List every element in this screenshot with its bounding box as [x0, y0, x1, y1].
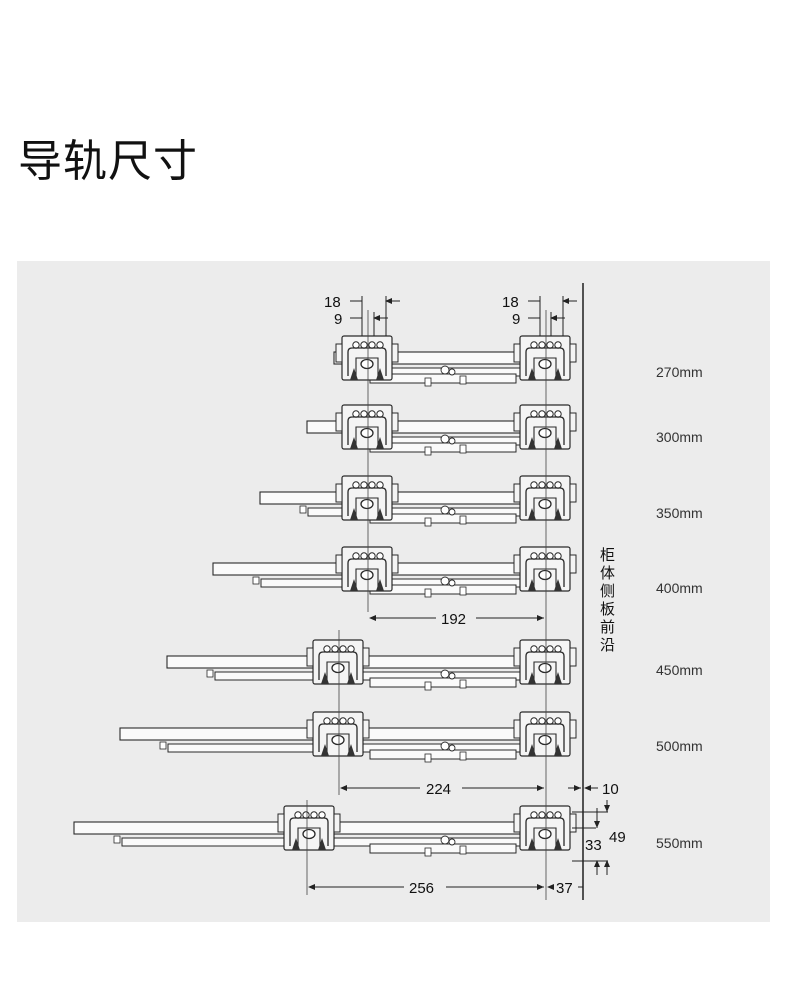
front-bracket-5: [513, 711, 577, 757]
dim-192: 192: [441, 611, 466, 628]
dim-33: 33: [585, 837, 602, 854]
dim-224: 224: [426, 781, 451, 798]
rear-bracket-2: [335, 475, 399, 521]
cabinet-edge-label-char: 前: [600, 618, 615, 636]
size-label-450: 450mm: [656, 662, 703, 678]
dim-line-height: [572, 800, 610, 875]
rear-bracket-3: [335, 546, 399, 592]
size-label-300: 300mm: [656, 429, 703, 445]
front-bracket-0: [513, 335, 577, 381]
size-label-550: 550mm: [656, 835, 703, 851]
rail-body-2: [259, 491, 539, 527]
rail-group: [73, 335, 577, 857]
dim-256: 256: [409, 880, 434, 897]
rear-bracket-6: [277, 805, 341, 851]
dim-9-right: 9: [512, 311, 520, 328]
rear-bracket-5: [306, 711, 370, 757]
front-bracket-4: [513, 639, 577, 685]
dim-10: 10: [602, 781, 619, 798]
front-bracket-6: [513, 805, 577, 851]
front-bracket-3: [513, 546, 577, 592]
front-bracket-1: [513, 404, 577, 450]
cabinet-edge-label-char: 侧: [600, 582, 615, 600]
front-bracket-2: [513, 475, 577, 521]
rear-bracket-0: [335, 335, 399, 381]
cabinet-edge-label-char: 板: [600, 600, 615, 618]
size-label-270: 270mm: [656, 364, 703, 380]
size-label-400: 400mm: [656, 580, 703, 596]
cabinet-edge-label-char: 沿: [600, 636, 615, 654]
dim-9-left: 9: [334, 311, 342, 328]
dim-49: 49: [609, 829, 626, 846]
dim-line-224: [338, 630, 598, 795]
top-dim-left: [350, 296, 400, 612]
dim-line-256: [306, 800, 583, 895]
dim-37: 37: [556, 880, 573, 897]
rear-bracket-1: [335, 404, 399, 450]
size-label-350: 350mm: [656, 505, 703, 521]
cabinet-edge-label-char: 柜: [600, 546, 615, 564]
dim-18-left: 18: [324, 294, 341, 311]
cabinet-edge-label-char: 体: [600, 564, 615, 582]
cabinet-edge-label: 柜体侧板前沿: [600, 546, 615, 654]
size-label-500: 500mm: [656, 738, 703, 754]
rear-bracket-4: [306, 639, 370, 685]
page-title: 导轨尺寸: [18, 136, 198, 187]
dim-18-right: 18: [502, 294, 519, 311]
top-dim-right: [528, 296, 577, 900]
